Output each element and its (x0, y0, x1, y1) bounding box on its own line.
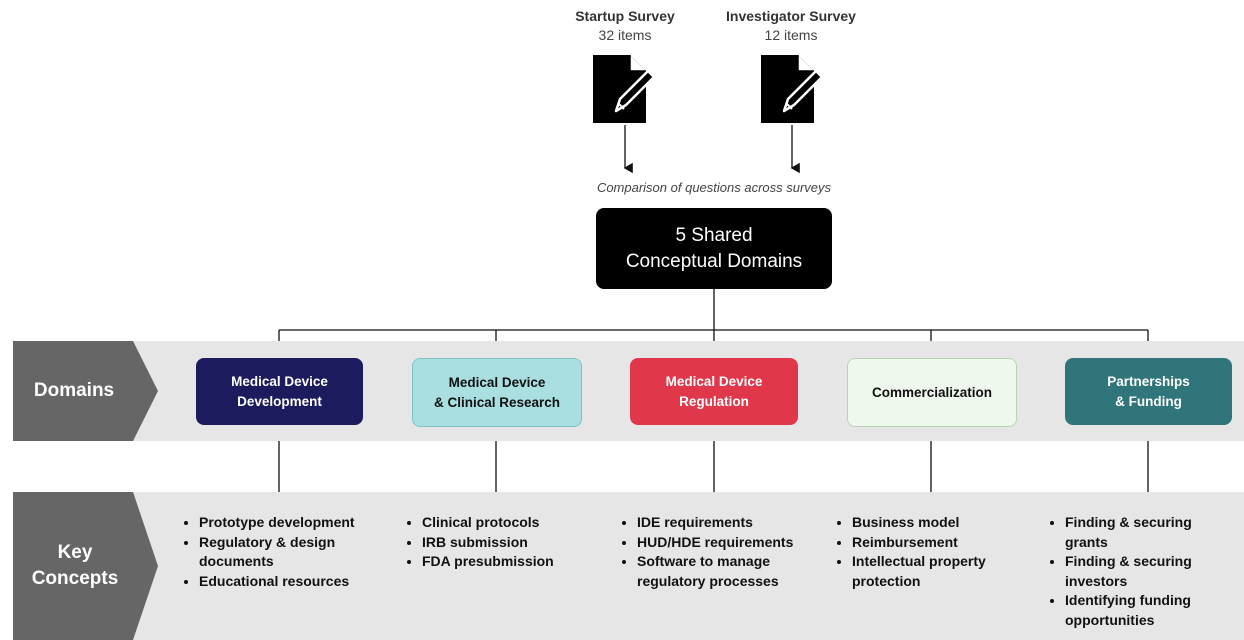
domain-label: Development (237, 393, 322, 409)
comparison-note: Comparison of questions across surveys (596, 180, 832, 195)
concept-item: Finding & securing investors (1065, 552, 1219, 591)
domains-label: Domains (33, 380, 115, 401)
concept-item: Finding & securing grants (1065, 513, 1219, 552)
domain-box-development: Medical Device Development (196, 358, 363, 425)
domains-label-arrow (13, 341, 158, 441)
concepts-label: Key Concepts (13, 492, 137, 640)
concepts-commercialization: Business model Reimbursement Intellectua… (836, 513, 1016, 591)
concept-item: Identifying funding opportunities (1065, 591, 1219, 630)
domain-label: Medical Device (231, 373, 328, 389)
domain-label: Medical Device (665, 373, 763, 389)
concept-item: Clinical protocols (422, 513, 586, 533)
domain-label: Medical Device (448, 374, 546, 390)
concept-item: FDA presubmission (422, 552, 586, 572)
concepts-partnerships: Finding & securing grants Finding & secu… (1049, 513, 1219, 630)
concept-item: Prototype development (199, 513, 383, 533)
domain-box-clinical-research: Medical Device & Clinical Research (412, 358, 582, 427)
shared-domains-box: 5 Shared Conceptual Domains (596, 208, 832, 289)
concept-item: Regulatory & design documents (199, 533, 383, 572)
concept-item: IDE requirements (637, 513, 811, 533)
domain-box-partnerships: Partnerships & Funding (1065, 358, 1232, 425)
domain-label: Commercialization (871, 384, 993, 400)
concept-item: Educational resources (199, 572, 383, 592)
concepts-development: Prototype development Regulatory & desig… (183, 513, 383, 591)
domain-box-regulation: Medical Device Regulation (630, 358, 798, 425)
concepts-band (13, 492, 1244, 640)
concepts-clinical-research: Clinical protocols IRB submission FDA pr… (406, 513, 586, 572)
concept-item: Business model (852, 513, 1016, 533)
investigator-survey: Investigator Survey 12 items (691, 8, 891, 43)
concepts-label-arrow (13, 492, 158, 640)
concept-item: IRB submission (422, 533, 586, 553)
shared-line2: Conceptual Domains (625, 250, 803, 272)
document-pencil-icon (593, 55, 656, 123)
shared-line1: 5 Shared (675, 224, 753, 246)
domain-label: & Funding (1115, 393, 1182, 409)
domain-label: & Clinical Research (433, 394, 561, 410)
concepts-label-line: Concepts (31, 568, 119, 589)
concept-item: Reimbursement (852, 533, 1016, 553)
concept-item: Intellectual property protection (852, 552, 1016, 591)
startup-survey: Startup Survey 32 items (525, 8, 725, 43)
document-pencil-icon (761, 55, 824, 123)
concept-item: Software to manage regulatory processes (637, 552, 811, 591)
startup-survey-title: Startup Survey (575, 8, 675, 24)
investigator-survey-items: 12 items (764, 27, 818, 43)
investigator-survey-title: Investigator Survey (726, 8, 856, 24)
domain-label: Regulation (679, 393, 749, 409)
domain-label: Partnerships (1107, 373, 1190, 389)
concepts-regulation: IDE requirements HUD/HDE requirements So… (621, 513, 811, 591)
concept-item: HUD/HDE requirements (637, 533, 811, 553)
startup-survey-items: 32 items (598, 27, 652, 43)
concepts-label-line: Key (57, 542, 93, 563)
domain-box-commercialization: Commercialization (847, 358, 1017, 427)
